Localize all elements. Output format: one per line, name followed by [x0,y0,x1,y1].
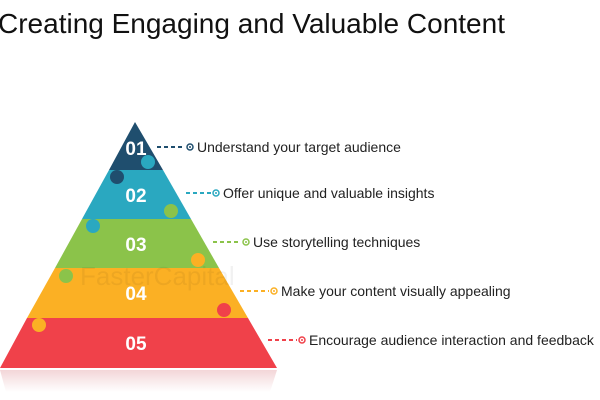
level-label: Use storytelling techniques [253,234,421,250]
puzzle-knob [110,170,124,184]
page-title: Creating Engaging and Valuable Content [0,8,505,39]
level-number: 04 [125,284,147,305]
puzzle-knob [164,204,178,218]
connector-dot-center [245,241,247,243]
level-number: 02 [125,186,146,207]
puzzle-knob [191,253,205,267]
puzzle-knob [86,219,100,233]
pyramid-level-04 [27,268,248,318]
level-number: 05 [125,334,147,355]
connector-dot-center [301,339,303,341]
connector-dot-center [215,192,217,194]
pyramid-level-05 [0,318,277,368]
level-number: 01 [125,139,147,160]
level-label: Make your content visually appealing [281,283,511,299]
connector-dot-center [189,146,191,148]
level-number: 03 [125,235,146,256]
pyramid-reflection [0,370,277,392]
level-label: Offer unique and valuable insights [223,185,435,201]
watermark: FasterCapital [80,261,235,291]
pyramid-level-02 [82,170,191,219]
puzzle-knob [32,318,46,332]
puzzle-knob [141,155,155,169]
puzzle-knob [59,269,73,283]
level-label: Encourage audience interaction and feedb… [309,332,594,348]
level-label: Understand your target audience [197,139,401,155]
connector-dot-center [273,290,275,292]
puzzle-knob [217,303,231,317]
